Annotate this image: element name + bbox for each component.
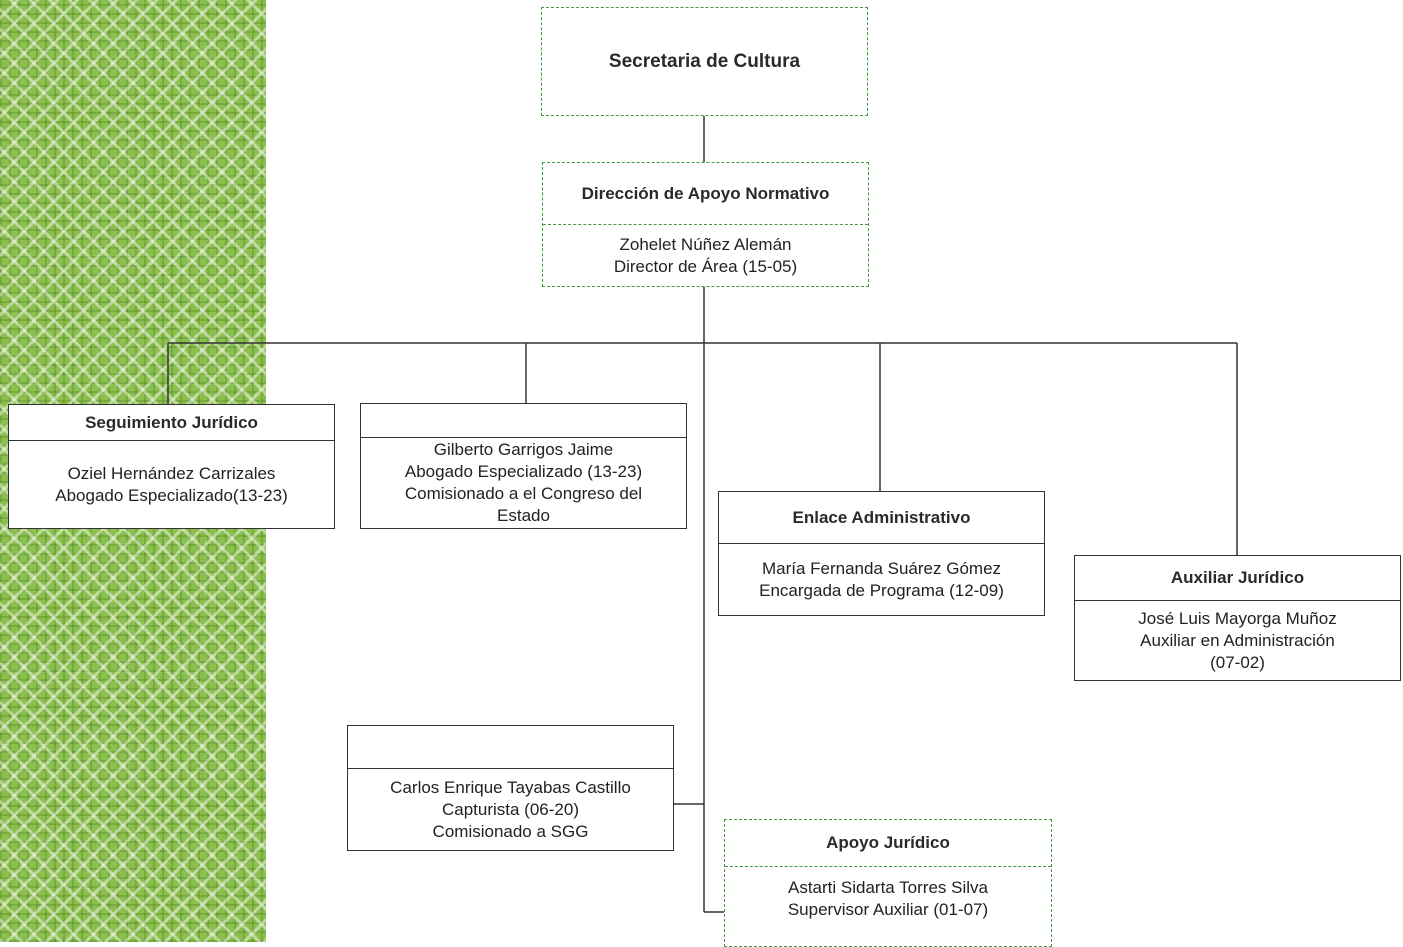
seguimiento-position: Abogado Especializado(13-23) <box>55 485 288 505</box>
org-box-auxiliar-juridico: Auxiliar Jurídico José Luis Mayorga Muño… <box>1074 555 1401 681</box>
org-box-enlace-title: Enlace Administrativo <box>719 492 1044 544</box>
org-box-capturista-title <box>348 726 673 769</box>
auxiliar-position: Auxiliar en Administración <box>1140 630 1335 650</box>
org-box-apoyo-body: Astarti Sidarta Torres Silva Supervisor … <box>725 867 1051 946</box>
auxiliar-code: (07-02) <box>1210 652 1265 672</box>
enlace-position: Encargada de Programa (12-09) <box>759 580 1004 600</box>
org-box-apoyo-juridico: Apoyo Jurídico Astarti Sidarta Torres Si… <box>724 819 1052 947</box>
org-box-root-title: Secretaria de Cultura <box>608 50 801 72</box>
org-box-congreso-body: Gilberto Garrigos Jaime Abogado Especial… <box>361 438 686 528</box>
org-box-seguimiento-body: Oziel Hernández Carrizales Abogado Espec… <box>9 441 334 528</box>
seguimiento-name: Oziel Hernández Carrizales <box>67 463 276 483</box>
director-position: Director de Área (15-05) <box>613 256 798 276</box>
congreso-position: Abogado Especializado (13-23) <box>404 462 643 481</box>
org-box-capturista: Carlos Enrique Tayabas Castillo Capturis… <box>347 725 674 851</box>
congreso-commission: Comisionado a el Congreso del <box>404 484 643 503</box>
org-box-director-body: Zohelet Núñez Alemán Director de Área (1… <box>543 225 868 286</box>
apoyo-name: Astarti Sidarta Torres Silva <box>788 878 988 897</box>
org-box-seguimiento-title: Seguimiento Jurídico <box>9 405 334 441</box>
enlace-name: María Fernanda Suárez Gómez <box>761 558 1002 578</box>
capturista-name: Carlos Enrique Tayabas Castillo <box>390 777 631 797</box>
org-box-congreso: Gilberto Garrigos Jaime Abogado Especial… <box>360 403 687 529</box>
org-box-apoyo-title: Apoyo Jurídico <box>725 820 1051 867</box>
congreso-name: Gilberto Garrigos Jaime <box>433 440 614 459</box>
org-box-seguimiento-juridico: Seguimiento Jurídico Oziel Hernández Car… <box>8 404 335 529</box>
capturista-position: Capturista (06-20) <box>441 799 579 819</box>
org-box-root: Secretaria de Cultura <box>541 7 868 116</box>
org-box-director: Dirección de Apoyo Normativo Zohelet Núñ… <box>542 162 869 287</box>
org-box-enlace-body: María Fernanda Suárez Gómez Encargada de… <box>719 544 1044 615</box>
congreso-commission-cont: Estado <box>497 506 550 525</box>
capturista-commission: Comisionado a SGG <box>432 821 589 841</box>
auxiliar-name: José Luis Mayorga Muñoz <box>1138 608 1337 628</box>
org-box-director-title: Dirección de Apoyo Normativo <box>543 163 868 225</box>
org-box-enlace-administrativo: Enlace Administrativo María Fernanda Suá… <box>718 491 1045 616</box>
apoyo-position: Supervisor Auxiliar (01-07) <box>787 900 989 919</box>
org-box-capturista-body: Carlos Enrique Tayabas Castillo Capturis… <box>348 769 673 850</box>
org-box-auxiliar-body: José Luis Mayorga Muñoz Auxiliar en Admi… <box>1075 601 1400 680</box>
director-name: Zohelet Núñez Alemán <box>619 234 792 254</box>
org-box-auxiliar-title: Auxiliar Jurídico <box>1075 556 1400 601</box>
org-box-congreso-title <box>361 404 686 438</box>
